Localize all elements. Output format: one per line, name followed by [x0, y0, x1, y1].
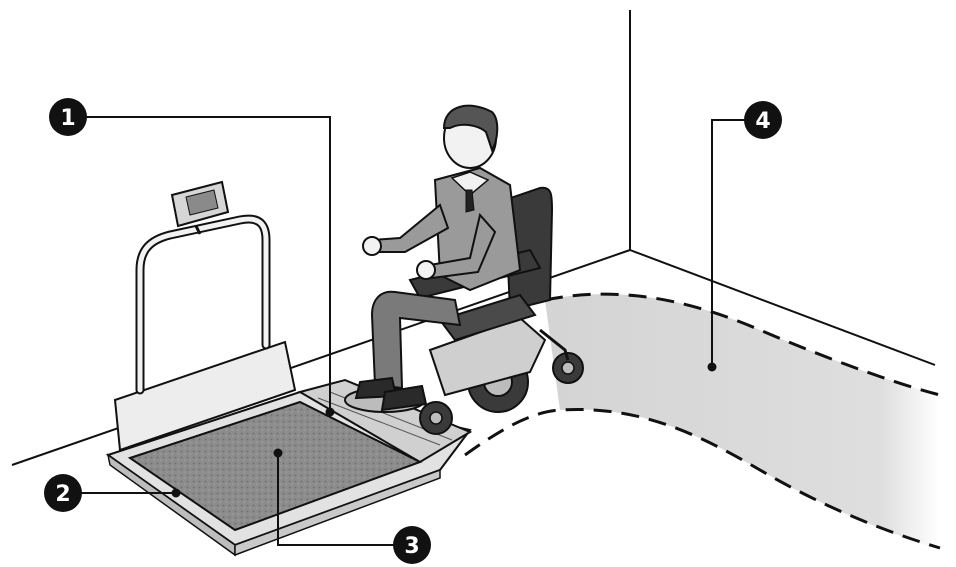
callout-3: 3 — [393, 526, 431, 564]
callout-4-label: 4 — [755, 109, 770, 134]
callout-2-label: 2 — [55, 482, 70, 507]
callout-4: 4 — [744, 101, 782, 139]
callout-1: 1 — [49, 98, 87, 136]
callout-3-label: 3 — [404, 534, 419, 559]
callout-2: 2 — [44, 474, 82, 512]
callout-1-label: 1 — [60, 106, 75, 131]
leader-line-1 — [85, 117, 330, 410]
